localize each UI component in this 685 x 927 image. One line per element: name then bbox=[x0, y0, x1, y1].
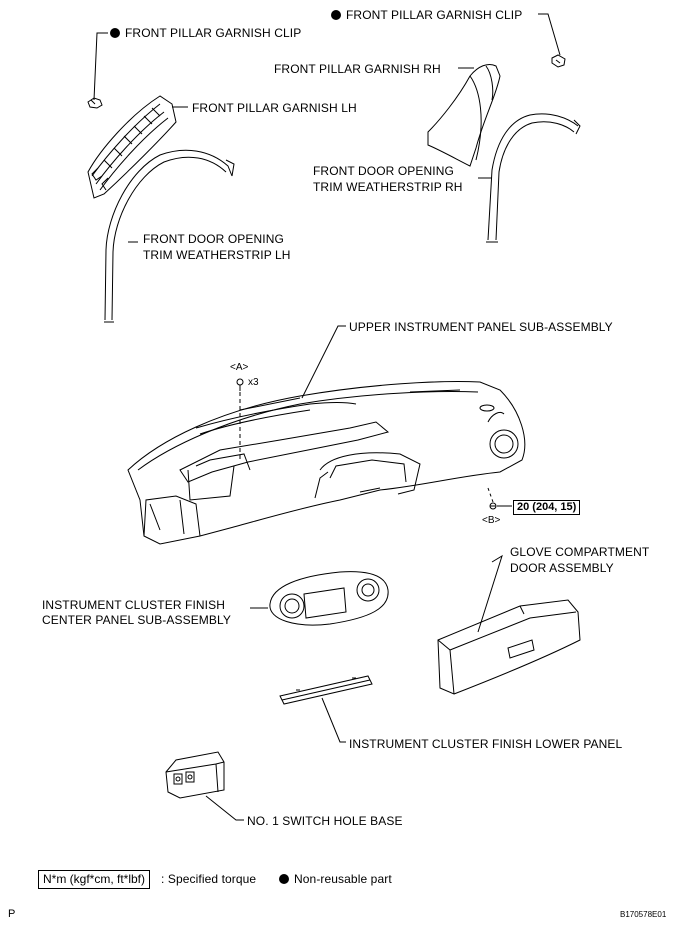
label-weatherstrip-lh-line1: FRONT DOOR OPENING bbox=[143, 232, 284, 246]
garnish-rh-part bbox=[427, 63, 501, 167]
non-reusable-dot-icon bbox=[279, 874, 289, 884]
switch-base-leader bbox=[205, 795, 244, 821]
bolt-a bbox=[236, 378, 244, 391]
weatherstrip-rh-part bbox=[486, 113, 581, 243]
glove-leader bbox=[477, 554, 503, 633]
clip-lh-leader bbox=[93, 32, 108, 101]
label-point-b: <B> bbox=[482, 515, 501, 526]
label-clip-lh-text: FRONT PILLAR GARNISH CLIP bbox=[125, 26, 302, 40]
legend-nonreusable: Non-reusable part bbox=[279, 872, 392, 887]
label-switch-base: NO. 1 SWITCH HOLE BASE bbox=[247, 814, 403, 828]
label-upper-panel: UPPER INSTRUMENT PANEL SUB-ASSEMBLY bbox=[349, 320, 613, 334]
footer-left-code: P bbox=[8, 908, 16, 920]
cluster-lower-leader bbox=[321, 697, 346, 743]
label-cluster-center-line1: INSTRUMENT CLUSTER FINISH bbox=[42, 598, 225, 612]
label-clip-rh: FRONT PILLAR GARNISH CLIP bbox=[331, 8, 522, 23]
glove-compartment-part bbox=[437, 599, 581, 695]
footer-figure-code: B170578E01 bbox=[620, 910, 667, 919]
weatherstrip-lh-part bbox=[104, 149, 235, 323]
label-weatherstrip-rh-line2: TRIM WEATHERSTRIP RH bbox=[313, 180, 463, 194]
label-point-a: <A> bbox=[230, 362, 249, 373]
upper-panel-part bbox=[127, 381, 526, 545]
garnish-lh-part bbox=[87, 95, 177, 199]
label-cluster-lower: INSTRUMENT CLUSTER FINISH LOWER PANEL bbox=[349, 737, 623, 751]
legend-torque-unit-box: N*m (kgf*cm, ft*lbf) bbox=[38, 870, 151, 889]
label-glove-line2: DOOR ASSEMBLY bbox=[510, 561, 614, 575]
cluster-center-part bbox=[269, 571, 389, 626]
switch-base-part bbox=[165, 751, 225, 799]
label-weatherstrip-rh-line1: FRONT DOOR OPENING bbox=[313, 164, 454, 178]
label-cluster-center-line2: CENTER PANEL SUB-ASSEMBLY bbox=[42, 613, 231, 627]
label-garnish-rh: FRONT PILLAR GARNISH RH bbox=[274, 62, 441, 76]
label-glove-line1: GLOVE COMPARTMENT bbox=[510, 545, 650, 559]
legend-nonreusable-text: Non-reusable part bbox=[294, 872, 392, 886]
non-reusable-dot-icon bbox=[331, 10, 341, 20]
bolt-b-dashed-line bbox=[487, 487, 494, 503]
label-qty-a: x3 bbox=[248, 377, 259, 388]
clip-rh-part bbox=[551, 54, 566, 68]
label-clip-lh: FRONT PILLAR GARNISH CLIP bbox=[110, 26, 301, 41]
legend-torque-text: : Specified torque bbox=[161, 872, 257, 886]
label-weatherstrip-lh-line2: TRIM WEATHERSTRIP LH bbox=[143, 248, 291, 262]
cluster-lower-part bbox=[279, 675, 373, 705]
upper-panel-leader bbox=[301, 325, 346, 399]
clip-lh-part bbox=[87, 97, 103, 109]
label-garnish-lh: FRONT PILLAR GARNISH LH bbox=[192, 101, 357, 115]
torque-spec-box: 20 (204, 15) bbox=[513, 500, 581, 515]
bolt-b bbox=[489, 502, 497, 510]
clip-rh-leader bbox=[538, 13, 561, 56]
non-reusable-dot-icon bbox=[110, 28, 120, 38]
label-clip-rh-text: FRONT PILLAR GARNISH CLIP bbox=[346, 8, 523, 22]
